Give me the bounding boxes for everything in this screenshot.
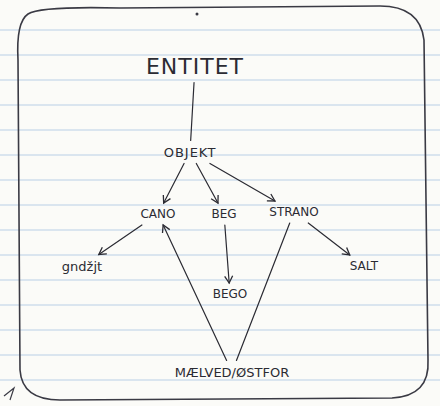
node-text: CANO [140, 207, 175, 221]
node-text: ENTITET [146, 54, 244, 79]
node-text: MÆLVED/ØSTFOR [175, 365, 289, 380]
node-text: OBJEKT [164, 145, 217, 160]
connector [196, 164, 218, 204]
connector [191, 83, 194, 141]
node-text: SALT [350, 259, 378, 273]
connector [164, 164, 184, 204]
concept-word: gndžjt [58, 257, 106, 276]
node-text: STRANO [269, 205, 318, 219]
node-text: BEGO [213, 287, 248, 301]
concept-word: MÆLVED/ØSTFOR [171, 363, 293, 382]
concept-word: CANO [136, 205, 179, 223]
connector [210, 164, 275, 202]
concept-word: BEG [207, 205, 240, 223]
concept-word: STRANO [265, 203, 322, 221]
concept-word: BEGO [209, 285, 252, 303]
connector [225, 225, 229, 283]
connector [99, 225, 142, 255]
root-concept: ENTITET [142, 52, 248, 81]
concept-word: SALT [346, 257, 382, 275]
node-text: BEG [211, 207, 236, 221]
concept-word: OBJEKT [160, 143, 221, 162]
connector [308, 223, 349, 255]
node-text: gndžjt [62, 259, 102, 274]
